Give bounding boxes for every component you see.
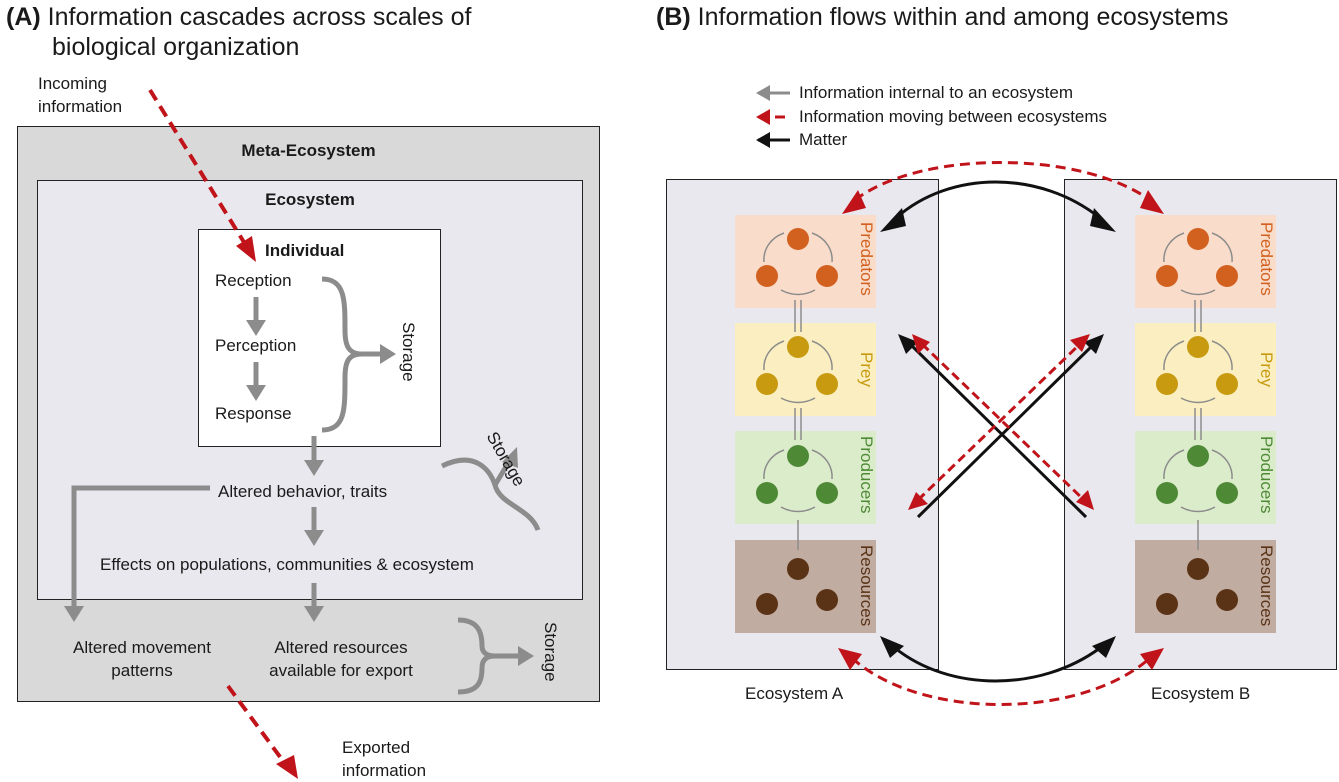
altered-resources-label-2: available for export [269, 661, 413, 680]
exported-arrowhead [276, 755, 298, 779]
ecosystem-a-label: Ecosystem A [745, 684, 844, 703]
panel-a-title: (A) Information cascades across scales o… [6, 2, 471, 32]
individual-storage-label: Storage [399, 322, 418, 382]
ecosystem-b-predators-label: Predators [1257, 222, 1276, 296]
response-label: Response [215, 404, 292, 423]
individual-label: Individual [265, 241, 345, 260]
ecosystem-b-producers-box [1135, 431, 1276, 524]
ecosystem-a-resources-box [735, 540, 876, 633]
ecosystem-a-food-web [756, 228, 838, 615]
altered-behavior-label: Altered behavior, traits [218, 482, 388, 501]
ecosystem-b-food-web [1156, 228, 1238, 615]
altered-movement-label-1: Altered movement [73, 638, 211, 657]
meta-storage-label: Storage [541, 622, 560, 682]
incoming-label-2: information [38, 97, 123, 116]
ecosystem-a-producers-label: Producers [857, 436, 876, 514]
ecosystem-b-resources-box [1135, 540, 1276, 633]
incoming-info-arrow [148, 88, 252, 254]
ecosystem-a-predators-box [735, 215, 876, 308]
ecosystem-a-prey-box [735, 323, 876, 416]
ecosystem-b-resources-label: Resources [1257, 545, 1276, 627]
ecosystem-b-prey-label: Prey [1257, 352, 1276, 387]
reception-label: Reception [215, 271, 292, 290]
bottom-matter-arc [894, 646, 1101, 683]
ecosystem-a-resources-label: Resources [857, 545, 876, 627]
bottom-info-arc [850, 656, 1151, 706]
ecosystem-a-prey-label: Prey [857, 352, 876, 387]
incoming-arrowhead [236, 236, 256, 262]
info-cross-a-to-b [916, 342, 1082, 502]
panel-b-letter: (B) [656, 3, 691, 31]
top-info-arc [854, 161, 1151, 202]
ecosystem-b-producers-label: Producers [1257, 436, 1276, 514]
meta-ecosystem-label: Meta-Ecosystem [241, 141, 376, 160]
legend-between-label: Information moving between ecosystems [799, 107, 1108, 126]
ecosystem-b-label: Ecosystem B [1151, 684, 1251, 703]
altered-resources-label-1: Altered resources [274, 638, 408, 657]
matter-cross-b-to-a [908, 342, 1088, 519]
incoming-label-1: Incoming [38, 74, 107, 93]
top-matter-arc [895, 180, 1101, 220]
altered-movement-label-2: patterns [111, 661, 173, 680]
legend-internal-label: Information internal to an ecosystem [799, 83, 1074, 102]
ecosystem-a-predators-label: Predators [857, 222, 876, 296]
exported-label-1: Exported [342, 738, 411, 757]
panel-a-title-line2: biological organization [52, 33, 300, 61]
exported-info-arrow [226, 684, 288, 767]
info-cross-b-to-a [920, 342, 1086, 502]
ecosystem-b-predators-box [1135, 215, 1276, 308]
panel-b-title: (B) Information flows within and among e… [656, 2, 1228, 32]
panel-a-title-line1: Information cascades across scales of [47, 3, 472, 31]
ecosystem-label: Ecosystem [265, 190, 355, 209]
perception-label: Perception [215, 336, 297, 355]
individual-box [198, 229, 441, 447]
effects-label: Effects on populations, communities & ec… [100, 555, 474, 574]
matter-cross-a-to-b [916, 342, 1096, 519]
legend-symbols [756, 85, 790, 148]
panel-a-letter: (A) [6, 3, 41, 31]
ecosystem-a-producers-box [735, 431, 876, 524]
exported-label-2: information [342, 761, 427, 780]
panel-b-title-text: Information flows within and among ecosy… [697, 3, 1229, 31]
ecosystem-b-prey-box [1135, 323, 1276, 416]
legend-matter-label: Matter [799, 130, 848, 149]
